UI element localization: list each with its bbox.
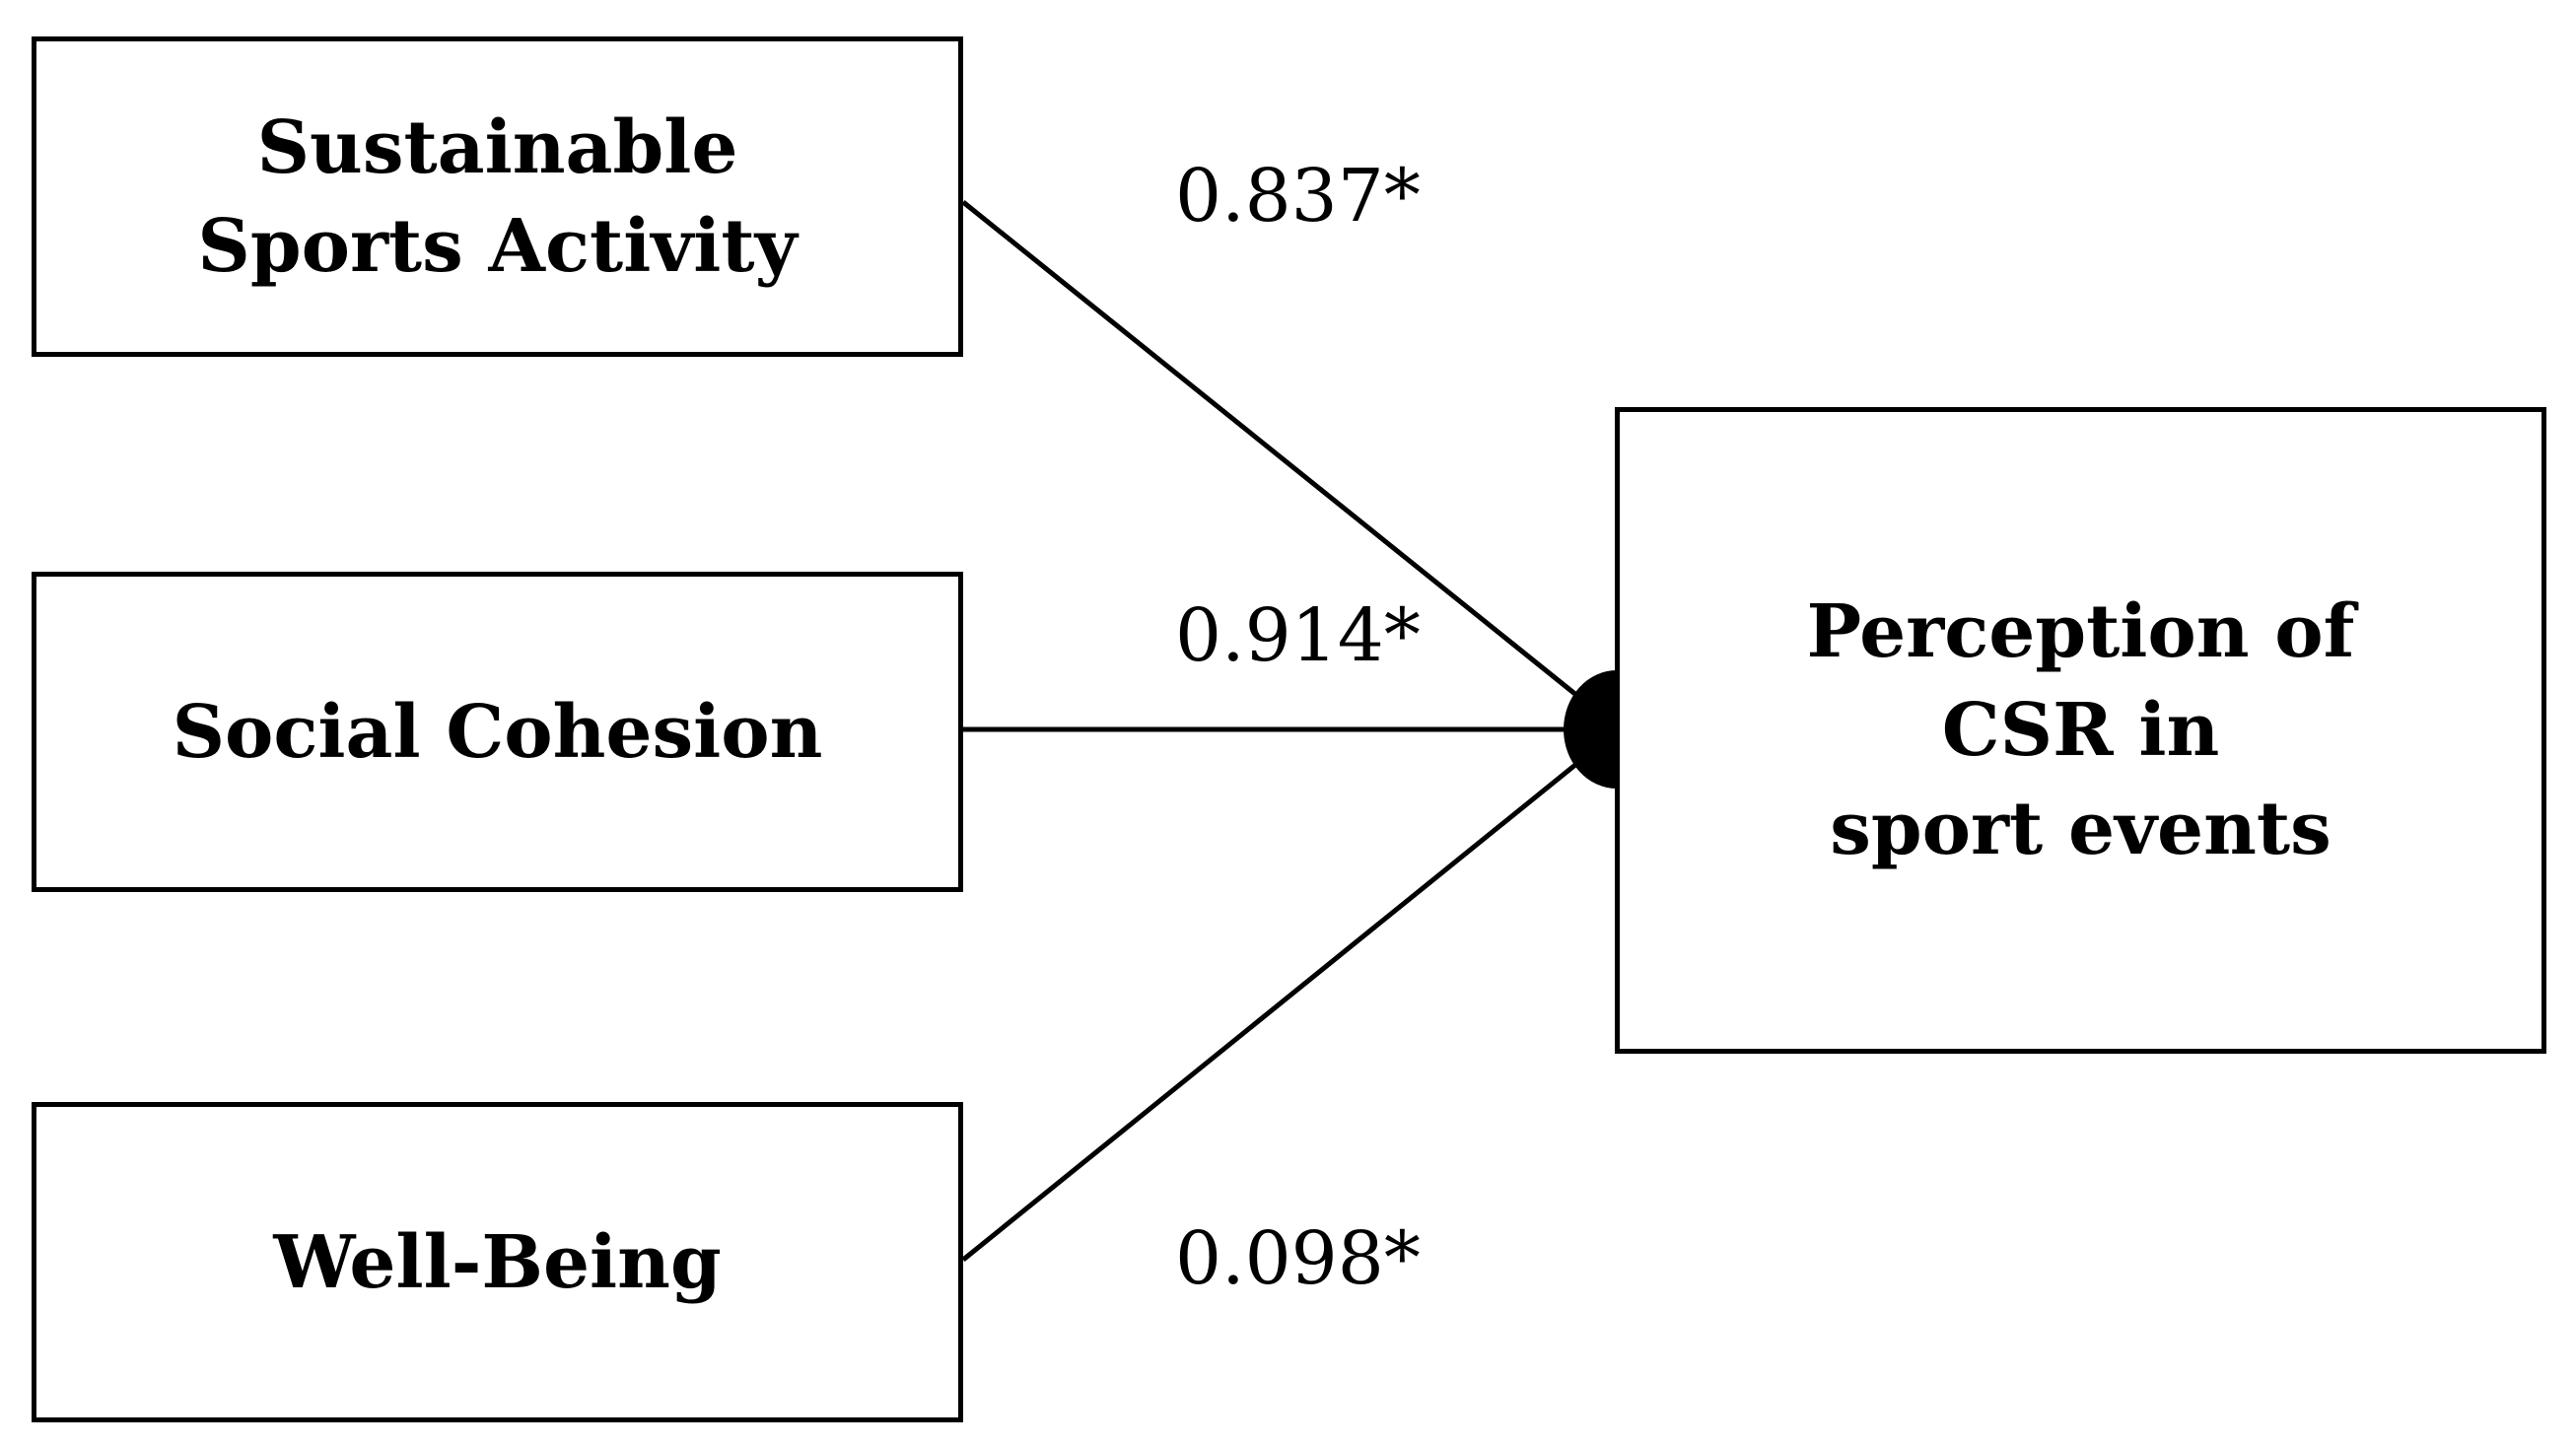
coefficient-sustainable-sports-activity: 0.837* (1175, 154, 1421, 239)
coefficient-well-being: 0.098* (1175, 1216, 1421, 1301)
node-sustainable-sports-activity: Sustainable Sports Activity (32, 36, 963, 357)
node-social-cohesion: Social Cohesion (32, 572, 963, 892)
path-line-sustainable-sports-activity (961, 200, 1619, 729)
node-label-line: Perception of (1806, 589, 2355, 674)
node-label-line: Social Cohesion (172, 689, 823, 775)
node-label-line: CSR in (1941, 688, 2220, 773)
node-label-line: Sustainable (256, 104, 738, 190)
coefficient-social-cohesion: 0.914* (1175, 593, 1421, 678)
node-label-line: Sports Activity (197, 203, 798, 289)
node-perception-csr: Perception of CSR in sport events (1615, 407, 2546, 1054)
node-label-line: Well-Being (273, 1219, 722, 1305)
node-label-line: sport events (1830, 787, 2332, 871)
node-well-being: Well-Being (32, 1102, 963, 1422)
path-line-well-being (961, 729, 1619, 1262)
